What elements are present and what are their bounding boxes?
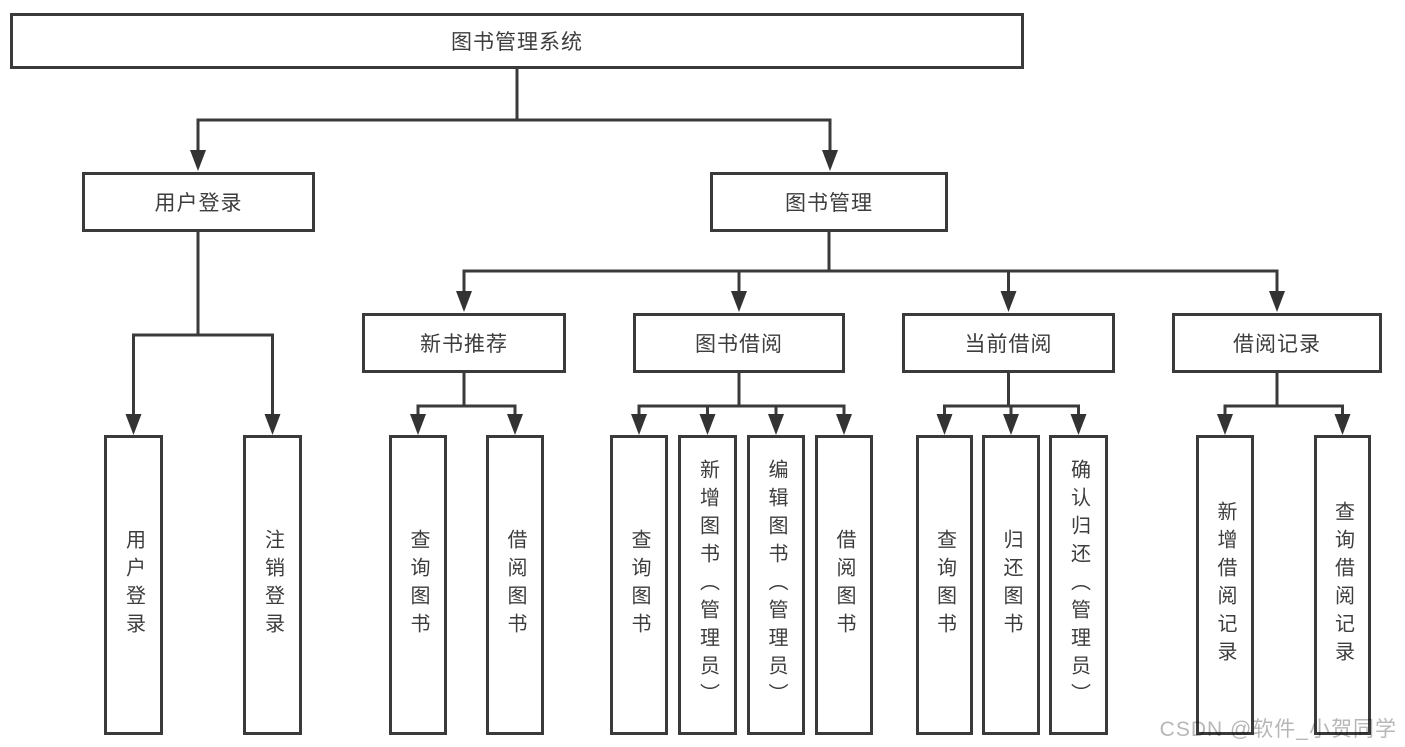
node-book-borrow: 图书借阅	[633, 313, 845, 373]
leaf-recommend-borrow-books: 借阅图书	[486, 435, 544, 735]
leaf-logout-label: 注销登录	[261, 529, 284, 641]
leaf-current-query-books-label: 查询图书	[933, 529, 956, 641]
node-current-borrow: 当前借阅	[902, 313, 1115, 373]
leaf-recommend-borrow-books-label: 借阅图书	[504, 529, 526, 641]
leaf-borrow-add-books: 新增图书（管理员）	[678, 435, 737, 735]
node-borrow-records: 借阅记录	[1172, 313, 1382, 373]
leaf-current-confirm-return: 确认归还（管理员）	[1049, 435, 1108, 735]
node-new-book-recommend-label: 新书推荐	[420, 333, 508, 356]
leaf-records-query: 查询借阅记录	[1314, 435, 1371, 735]
leaf-borrow-edit-books: 编辑图书（管理员）	[747, 435, 805, 735]
node-book-borrow-label: 图书借阅	[695, 333, 783, 356]
leaf-current-return-books: 归还图书	[982, 435, 1040, 735]
leaf-borrow-borrow-books-label: 借阅图书	[833, 529, 855, 641]
leaf-logout: 注销登录	[243, 435, 302, 735]
leaf-recommend-query-books-label: 查询图书	[407, 529, 429, 641]
leaf-borrow-query-books: 查询图书	[610, 435, 668, 735]
leaf-borrow-edit-books-label: 编辑图书（管理员）	[765, 459, 787, 711]
leaf-current-confirm-return-label: 确认归还（管理员）	[1067, 459, 1090, 711]
leaf-current-return-books-label: 归还图书	[1000, 529, 1022, 641]
leaf-borrow-borrow-books: 借阅图书	[815, 435, 873, 735]
node-root-label: 图书管理系统	[451, 31, 583, 54]
leaf-current-query-books: 查询图书	[916, 435, 973, 735]
arrowhead-icons	[125, 150, 1351, 435]
node-current-borrow-label: 当前借阅	[964, 333, 1053, 356]
node-book-management: 图书管理	[710, 172, 948, 232]
node-root-system: 图书管理系统	[10, 13, 1024, 69]
leaf-records-add: 新增借阅记录	[1196, 435, 1254, 735]
leaf-records-add-label: 新增借阅记录	[1214, 501, 1236, 669]
node-book-management-label: 图书管理	[785, 192, 873, 215]
leaf-borrow-add-books-label: 新增图书（管理员）	[696, 459, 719, 711]
node-user-login-group-label: 用户登录	[154, 192, 243, 215]
leaf-borrow-query-books-label: 查询图书	[628, 529, 650, 641]
leaf-recommend-query-books: 查询图书	[389, 435, 447, 735]
leaf-records-query-label: 查询借阅记录	[1331, 501, 1354, 669]
csdn-watermark: CSDN @软件_小贺同学	[1159, 718, 1397, 741]
node-borrow-records-label: 借阅记录	[1233, 333, 1321, 356]
leaf-user-login-label: 用户登录	[122, 529, 145, 641]
node-user-login-group: 用户登录	[82, 172, 315, 232]
leaf-user-login: 用户登录	[104, 435, 163, 735]
node-new-book-recommend: 新书推荐	[362, 313, 566, 373]
